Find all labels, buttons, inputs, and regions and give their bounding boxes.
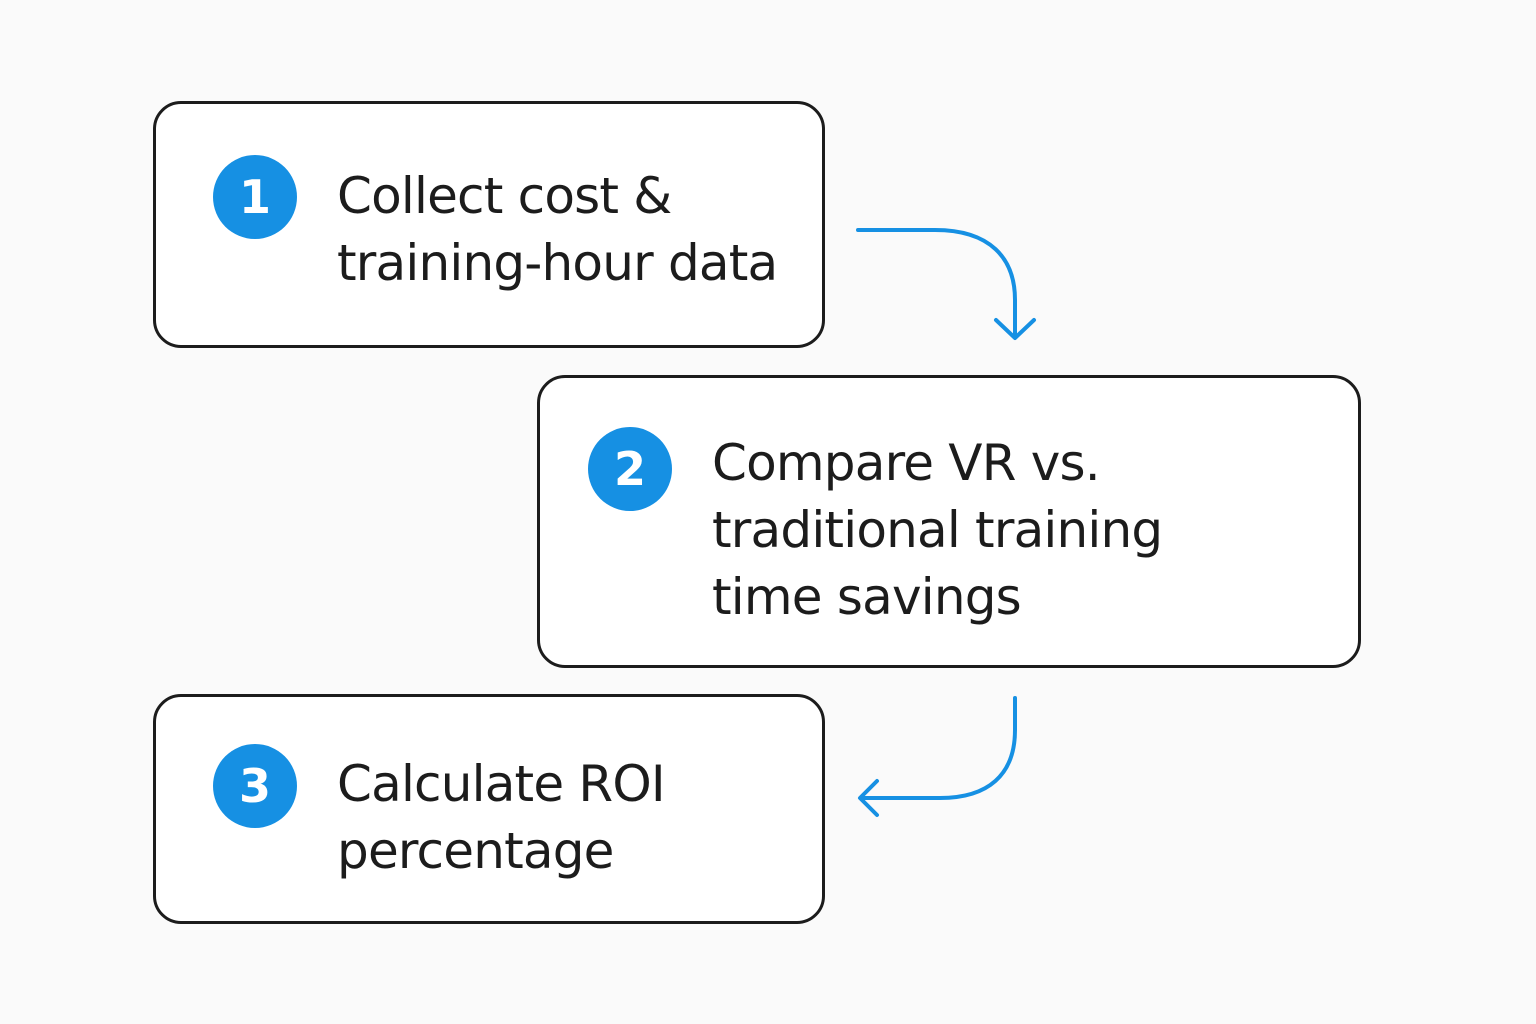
step-2-label-line: traditional training [712, 501, 1163, 559]
step-2-box: 2 Compare VR vs. traditional training ti… [537, 375, 1361, 668]
step-1-number-badge: 1 [213, 155, 297, 239]
step-2-label-line: time savings [712, 568, 1022, 626]
step-3-label-line: Calculate ROI [337, 755, 666, 813]
step-3-label: Calculate ROI percentage [337, 751, 666, 885]
step-1-label: Collect cost & training-hour data [337, 163, 778, 297]
step-1-label-line: training-hour data [337, 234, 778, 292]
step-3-number-badge: 3 [213, 744, 297, 828]
connector-1-to-2-curve [856, 228, 1017, 338]
curved-arrow-down-icon [856, 228, 1036, 340]
connector-1-to-2-arrowhead [994, 318, 1036, 340]
curved-arrow-left-icon [858, 696, 1017, 817]
step-3-label-line: percentage [337, 822, 614, 880]
step-2-label-line: Compare VR vs. [712, 434, 1101, 492]
step-3-box: 3 Calculate ROI percentage [153, 694, 825, 924]
connector-2-to-3-curve [860, 696, 1017, 800]
step-1-box: 1 Collect cost & training-hour data [153, 101, 825, 348]
step-1-label-line: Collect cost & [337, 167, 672, 225]
connector-2-to-3-arrowhead [858, 779, 879, 817]
step-2-number-badge: 2 [588, 427, 672, 511]
step-2-label: Compare VR vs. traditional training time… [712, 430, 1163, 631]
